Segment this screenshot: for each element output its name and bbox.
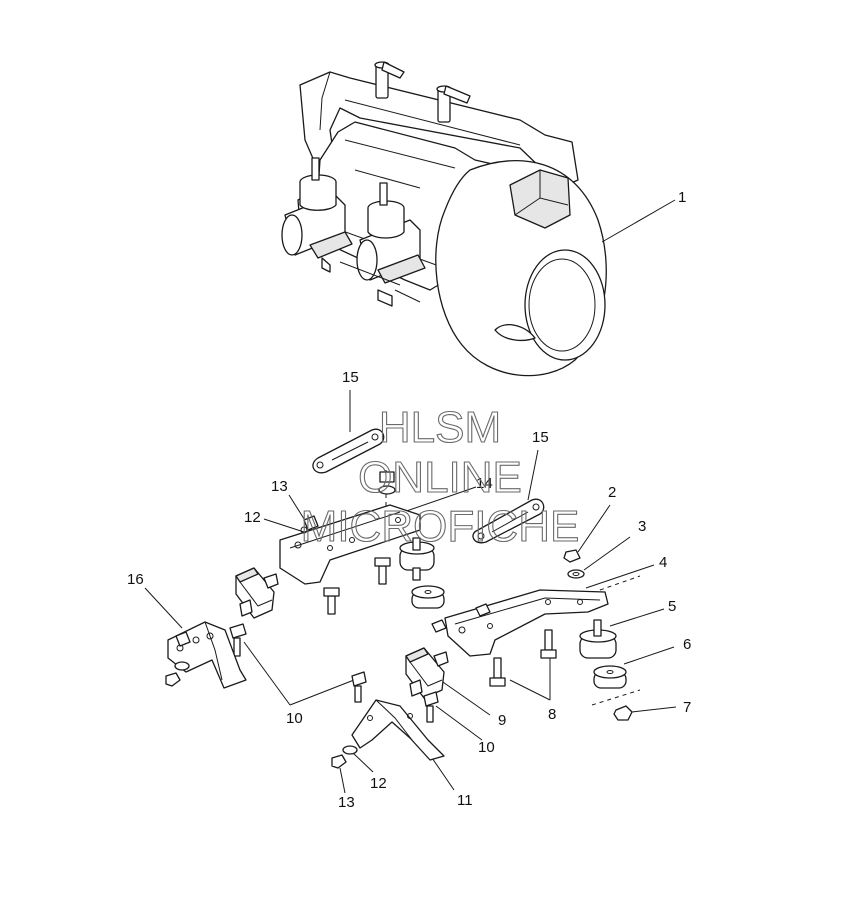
callout-10-left: 10	[286, 710, 303, 727]
slotted-link-left	[312, 428, 385, 474]
callout-13-top: 13	[271, 478, 288, 495]
nut-part-7	[613, 705, 633, 721]
rubber-mount-left	[399, 537, 435, 581]
nut-part-13-left	[165, 672, 181, 687]
callout-7: 7	[683, 699, 691, 716]
frame-bracket-part-16	[167, 621, 247, 689]
callout-13-bottom: 13	[338, 794, 355, 811]
bolts-left-bracket	[323, 557, 391, 615]
callout-12-bottom: 12	[370, 775, 387, 792]
watermark-line-2: ONLINE	[358, 453, 522, 502]
callout-1: 1	[678, 189, 686, 206]
callout-12-top: 12	[244, 509, 261, 526]
bolt-part-10-right	[423, 691, 439, 723]
callout-2: 2	[608, 484, 616, 501]
isolator-part-9	[405, 647, 449, 699]
callout-8: 8	[548, 706, 556, 723]
washer-part-13-top	[303, 515, 319, 531]
callout-labels: 1 15 15 14 13 12 16 2 3 4 5 6 7 8 9 10 1…	[127, 189, 691, 811]
watermark: HLSM ONLINE MICROFICHE	[300, 402, 580, 551]
rubber-mount-part-5	[579, 619, 617, 659]
callout-15-left: 15	[342, 369, 359, 386]
callout-11: 11	[457, 792, 473, 809]
bolt-part-10-left	[229, 623, 247, 657]
callout-16: 16	[127, 571, 144, 588]
washer-part-3	[567, 569, 585, 579]
watermark-line-3: MICROFICHE	[301, 502, 580, 551]
frame-bracket-part-11	[351, 699, 445, 761]
small-nuts-center	[431, 603, 491, 633]
washer-part-12-bottom	[342, 745, 358, 755]
callout-15-right: 15	[532, 429, 549, 446]
nut-part-2	[563, 549, 581, 563]
rubber-pad-part-6	[593, 665, 627, 689]
callout-6: 6	[683, 636, 691, 653]
callout-5: 5	[668, 598, 676, 615]
engine-assembly	[281, 61, 607, 377]
slotted-link-right	[472, 498, 545, 544]
callout-10-right: 10	[478, 739, 495, 756]
bolt-part-8b	[540, 629, 557, 659]
bolt-part-8a	[489, 657, 506, 687]
callout-9: 9	[498, 712, 506, 729]
washer-part-12-left	[174, 661, 190, 671]
callout-3: 3	[638, 518, 646, 535]
nut-part-13-bottom	[331, 754, 347, 769]
callout-4: 4	[659, 554, 667, 571]
bolt-part-10-center	[351, 671, 367, 703]
rubber-pad-left	[411, 585, 445, 609]
nut-washer-upper	[378, 471, 396, 495]
leader-lines	[144, 199, 677, 794]
callout-14: 14	[476, 475, 493, 492]
isolator-left	[235, 567, 279, 619]
watermark-line-1: HLSM	[379, 403, 501, 452]
left-mount-bracket	[279, 504, 421, 585]
